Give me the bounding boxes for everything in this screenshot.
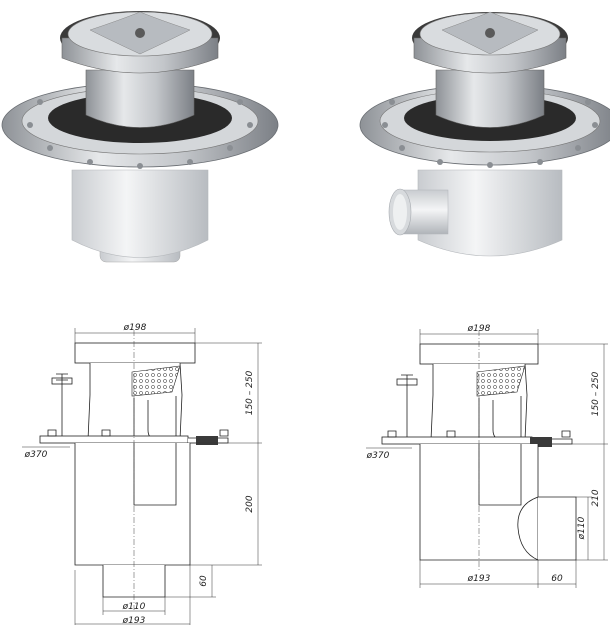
dim-top-diameter: ø198: [467, 324, 491, 334]
dim-upper-height: 150 – 250: [591, 371, 601, 416]
product-photo-vertical: [1, 11, 279, 263]
dim-body-diameter: ø193: [467, 574, 491, 584]
dim-upper-height: 150 – 250: [245, 370, 255, 415]
product-photo-side-outlet: [359, 11, 610, 257]
dim-outlet-diameter: ø110: [577, 516, 587, 540]
technical-drawing-vertical: ø198 ø370 150 – 250 200 60 ø110 ø193: [22, 323, 262, 625]
dim-top-diameter: ø198: [123, 323, 147, 333]
dim-outlet-diameter: ø110: [122, 602, 146, 612]
technical-drawing-side-outlet: ø198 ø370 150 – 250 210 ø110 ø193 60: [366, 324, 608, 588]
dim-outlet-height: 60: [199, 575, 209, 587]
dim-body-height: 200: [245, 495, 255, 512]
dim-side-height: 210: [591, 489, 601, 506]
dim-flange-diameter: ø370: [24, 450, 48, 460]
dim-flange-diameter: ø370: [366, 451, 390, 461]
dim-body-diameter: ø193: [122, 616, 146, 625]
dim-outlet-length: 60: [551, 574, 563, 584]
